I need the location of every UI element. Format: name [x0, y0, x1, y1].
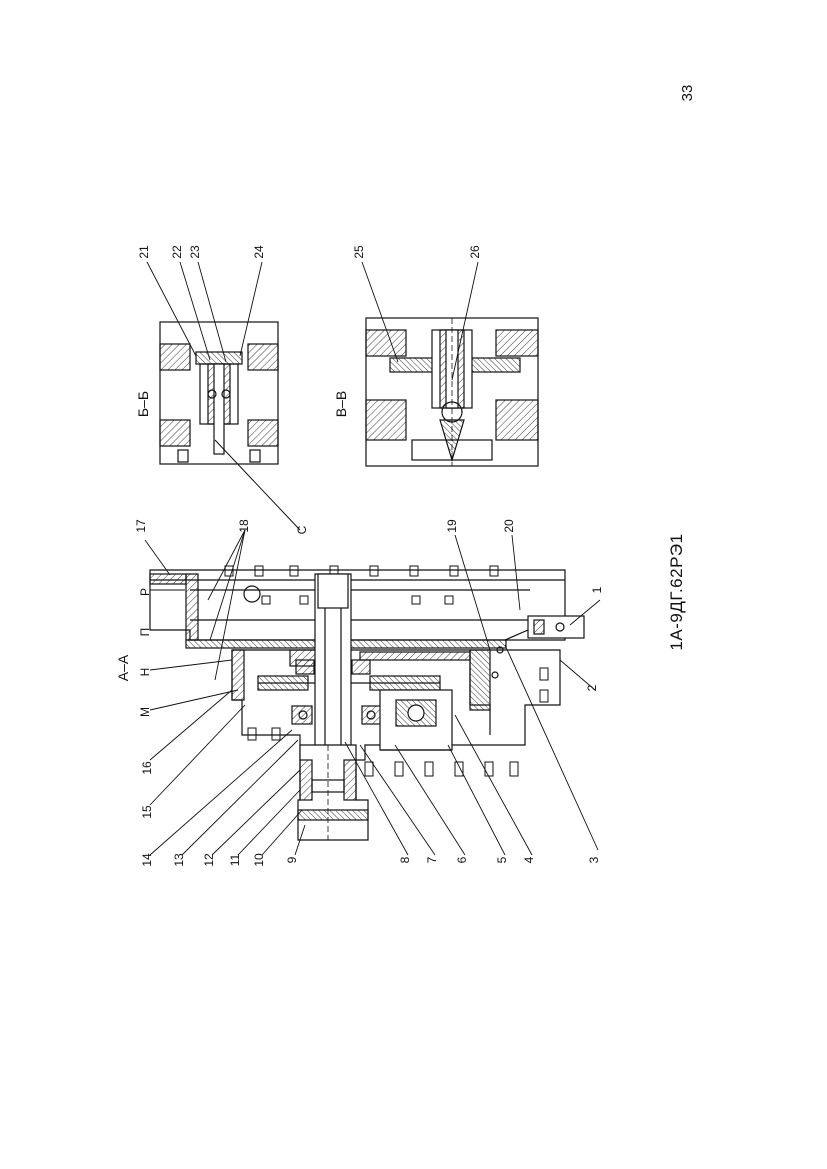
zone-letters: Р П Н М С: [138, 525, 309, 717]
zone-letter: М: [138, 707, 152, 717]
callout-number: 13: [172, 853, 186, 867]
callout-number: 1: [590, 586, 604, 593]
callout-number: 7: [425, 856, 439, 863]
callout-number: 20: [502, 519, 516, 533]
zone-letter: Р: [138, 588, 152, 596]
leader-lines: [144, 261, 601, 856]
callout-number: 11: [228, 853, 242, 866]
zone-letter: Н: [138, 668, 152, 677]
view-label-b-b: Б–Б: [135, 391, 151, 417]
callout-number: 26: [468, 245, 482, 259]
callout-number: 21: [137, 245, 151, 259]
callout-number: 4: [522, 856, 536, 863]
zone-letter: П: [138, 628, 152, 637]
callout-number: 9: [285, 856, 299, 863]
callout-number: 14: [140, 853, 154, 867]
callout-number: 19: [445, 519, 459, 533]
callout-number: 17: [134, 519, 148, 533]
callout-number: 8: [398, 856, 412, 863]
view-label-a-a: А–А: [115, 654, 131, 681]
callout-number: 12: [202, 853, 216, 867]
callout-number: 2: [585, 684, 599, 691]
callout-number: 22: [170, 245, 184, 259]
callout-number: 6: [455, 856, 469, 863]
callout-number: 16: [140, 761, 154, 775]
callout-number: 3: [587, 856, 601, 863]
section-b-b: [159, 321, 301, 531]
callout-number: 23: [188, 245, 202, 259]
section-a-a: [149, 565, 585, 841]
callout-number: 25: [352, 245, 366, 259]
view-labels: А–А Б–Б В–В: [115, 391, 349, 681]
callout-number: 24: [252, 245, 266, 259]
callouts-sections: 21 22 23 24 25 26: [137, 245, 482, 259]
callout-number: 5: [495, 856, 509, 863]
section-v-v: [365, 317, 539, 467]
callout-number: 10: [252, 853, 266, 867]
callout-number: 18: [237, 519, 251, 533]
zone-letter: С: [295, 525, 309, 534]
view-label-v-v: В–В: [333, 391, 349, 417]
callouts-main: 17 18 19 20 1 2 3 4 5 6 7 8 9 10 11 12 1…: [134, 519, 604, 867]
callout-number: 15: [140, 805, 154, 819]
